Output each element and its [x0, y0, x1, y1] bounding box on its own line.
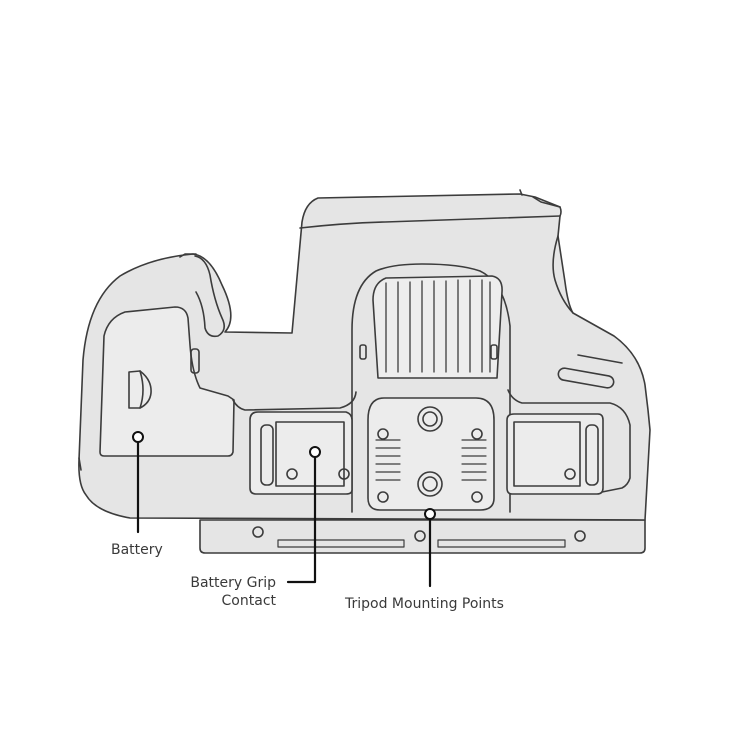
screw-icon — [338, 468, 350, 480]
tripod-socket-icon-inner — [422, 411, 438, 427]
base-rail — [199, 519, 646, 554]
battery-grip-contact-label-line1: Battery Grip — [190, 575, 276, 591]
top-housing-edge — [299, 215, 561, 229]
screw-icon — [377, 428, 389, 440]
vent-screen — [372, 275, 503, 379]
screw-icon — [564, 468, 576, 480]
vent-slots — [385, 279, 491, 373]
screw-icon — [414, 530, 426, 542]
battery-door — [99, 306, 235, 457]
grip-contour — [194, 255, 226, 338]
screw-icon — [286, 468, 298, 480]
battery-grip-contact-label-line2: Contact — [221, 593, 276, 609]
rear-contour — [232, 391, 357, 411]
right-recess-slot — [585, 424, 599, 486]
leader-line-battery-grip-contact — [286, 456, 317, 584]
side-tab — [190, 348, 200, 374]
right-recess-panel — [506, 413, 604, 495]
left-side-mark — [78, 457, 82, 471]
grip-ridge — [179, 253, 197, 258]
grip-contact-slot — [260, 424, 274, 486]
battery-grip-contact-label: Battery Grip Contact — [168, 574, 276, 610]
right-recess-inner — [513, 421, 581, 487]
marker-battery-grip-contact — [309, 446, 321, 458]
top-housing-lip — [532, 196, 561, 208]
right-vent-tab — [490, 344, 498, 360]
screw-icon — [471, 491, 483, 503]
rail-groove-right — [437, 539, 566, 548]
tripod-socket-icon — [417, 471, 443, 497]
marker-tripod-mounting-points — [424, 508, 436, 520]
top-nub — [519, 189, 523, 196]
right-side-slot — [557, 367, 615, 389]
marker-battery — [132, 431, 144, 443]
tripod-socket-icon — [417, 406, 443, 432]
right-body-contour — [507, 389, 631, 493]
tripod-mount-plate — [367, 397, 495, 511]
top-housing-right-edge — [552, 235, 574, 314]
battery-door-latch-inner — [139, 370, 144, 409]
screw-icon — [471, 428, 483, 440]
tripod-mounting-points-label: Tripod Mounting Points — [345, 596, 504, 612]
rail-groove-left — [277, 539, 405, 548]
tripod-plate-ribs — [375, 439, 487, 481]
screw-icon — [574, 530, 586, 542]
battery-grip-contact-inner — [275, 421, 345, 487]
screw-icon — [252, 526, 264, 538]
battery-label: Battery — [111, 542, 163, 558]
screw-icon — [377, 491, 389, 503]
left-vent-tab — [359, 344, 367, 360]
battery-door-latch — [128, 370, 152, 409]
tripod-socket-icon-inner — [422, 476, 438, 492]
right-side-mark — [577, 354, 623, 364]
